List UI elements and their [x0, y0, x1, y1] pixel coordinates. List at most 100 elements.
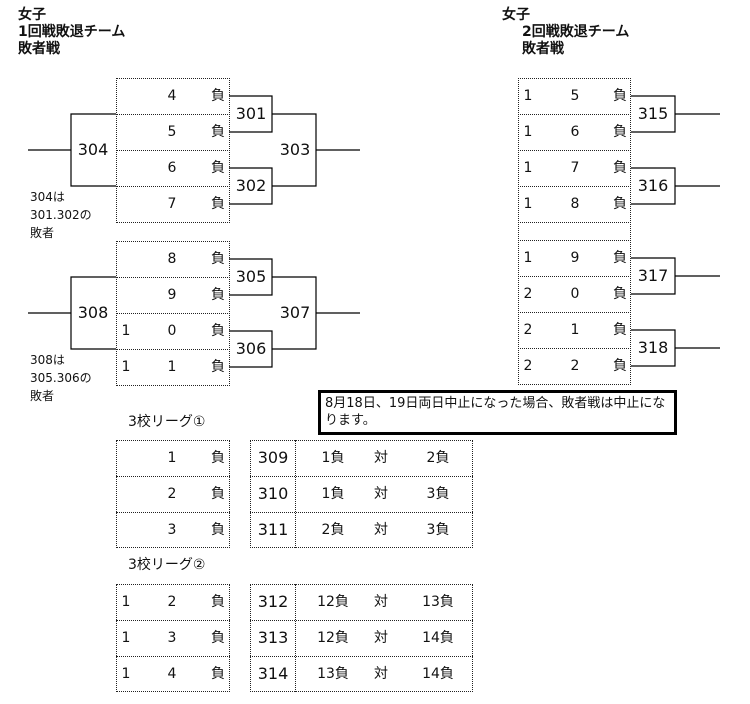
left-title-line3: 敗者戦	[18, 41, 60, 57]
team-number: 1	[570, 322, 580, 338]
match-number: 314	[257, 664, 289, 683]
row-divider	[116, 150, 230, 151]
row-divider	[518, 114, 631, 115]
loss-mark: 負	[211, 666, 225, 682]
loss-mark: 負	[613, 286, 627, 302]
loss-mark: 負	[211, 594, 225, 610]
loss-mark: 負	[211, 522, 225, 538]
team-a: 12負	[317, 594, 349, 610]
team-number: 6	[570, 124, 580, 140]
loss-mark: 負	[211, 196, 225, 212]
team-a: 1負	[321, 450, 345, 466]
team-number: 1	[523, 88, 533, 104]
team-number: 2	[523, 358, 533, 374]
loss-mark: 負	[211, 160, 225, 176]
row-divider	[250, 476, 473, 477]
bracket-line	[631, 329, 720, 367]
match-number: 308	[77, 303, 109, 322]
versus-label: 対	[374, 486, 388, 502]
versus-label: 対	[374, 666, 388, 682]
match-number: 316	[637, 176, 669, 195]
team-number: 8	[167, 251, 177, 267]
bracket-note: 304は	[30, 190, 65, 204]
row-divider	[518, 186, 631, 187]
team-b: 3負	[426, 522, 450, 538]
team-number: 0	[167, 323, 177, 339]
team-number: 1	[121, 594, 131, 610]
league-label: 3校リーグ①	[128, 414, 206, 430]
row-divider	[116, 512, 230, 513]
league-team-table	[116, 440, 230, 548]
team-number: 2	[167, 594, 177, 610]
loss-mark: 負	[211, 124, 225, 140]
row-divider	[250, 620, 473, 621]
team-number: 2	[570, 358, 580, 374]
match-number: 318	[637, 338, 669, 357]
team-number: 7	[167, 196, 177, 212]
league-game-table	[250, 584, 473, 692]
match-number: 301	[235, 104, 267, 123]
team-number: 2	[167, 486, 177, 502]
row-divider	[518, 348, 631, 349]
loss-mark: 負	[613, 358, 627, 374]
team-number: 8	[570, 196, 580, 212]
team-b: 2負	[426, 450, 450, 466]
left-title-line2: 1回戦敗退チーム	[18, 24, 126, 40]
team-number: 6	[167, 160, 177, 176]
entry-table	[518, 78, 631, 385]
team-number: 9	[570, 250, 580, 266]
loss-mark: 負	[211, 450, 225, 466]
bracket-note: 敗者	[30, 389, 55, 403]
loss-mark: 負	[211, 251, 225, 267]
left-title-line1: 女子	[18, 7, 46, 23]
team-number: 1	[121, 323, 131, 339]
row-divider	[518, 222, 631, 223]
versus-label: 対	[374, 630, 388, 646]
team-number: 2	[523, 286, 533, 302]
team-number: 1	[121, 630, 131, 646]
loss-mark: 負	[613, 250, 627, 266]
right-title-line2: 2回戦敗退チーム	[522, 24, 630, 40]
team-number: 1	[121, 666, 131, 682]
row-divider	[116, 186, 230, 187]
row-divider	[116, 476, 230, 477]
team-number: 1	[167, 450, 177, 466]
match-number: 302	[235, 176, 267, 195]
match-number: 307	[279, 303, 311, 322]
team-number: 2	[523, 322, 533, 338]
bracket-line-losers	[28, 276, 116, 350]
right-title: 女子 2回戦敗退チーム 敗者戦	[502, 7, 629, 58]
match-number: 303	[279, 140, 311, 159]
team-a: 2負	[321, 522, 345, 538]
team-number: 4	[167, 88, 177, 104]
team-b: 14負	[422, 666, 454, 682]
row-divider	[518, 240, 631, 241]
row-divider	[518, 150, 631, 151]
row-divider	[518, 276, 631, 277]
match-number: 315	[637, 104, 669, 123]
row-divider	[116, 620, 230, 621]
column-divider	[295, 584, 296, 692]
row-divider	[116, 313, 230, 314]
bracket-line-losers	[28, 113, 116, 187]
bracket-line	[631, 95, 720, 133]
right-title-line1: 女子	[502, 7, 530, 23]
team-number: 1	[523, 250, 533, 266]
left-title: 女子 1回戦敗退チーム 敗者戦	[18, 7, 125, 58]
team-number: 0	[570, 286, 580, 302]
loss-mark: 負	[211, 486, 225, 502]
team-number: 5	[570, 88, 580, 104]
right-title-line3: 敗者戦	[522, 41, 564, 57]
team-number: 1	[523, 124, 533, 140]
team-a: 13負	[317, 666, 349, 682]
row-divider	[116, 349, 230, 350]
team-number: 4	[167, 666, 177, 682]
team-number: 3	[167, 522, 177, 538]
match-number: 309	[257, 448, 289, 467]
league-label: 3校リーグ②	[128, 557, 206, 573]
notice-box: 8月18日、19日両日中止になった場合、敗者戦は中止になります。	[318, 390, 677, 435]
team-b: 3負	[426, 486, 450, 502]
team-number: 7	[570, 160, 580, 176]
